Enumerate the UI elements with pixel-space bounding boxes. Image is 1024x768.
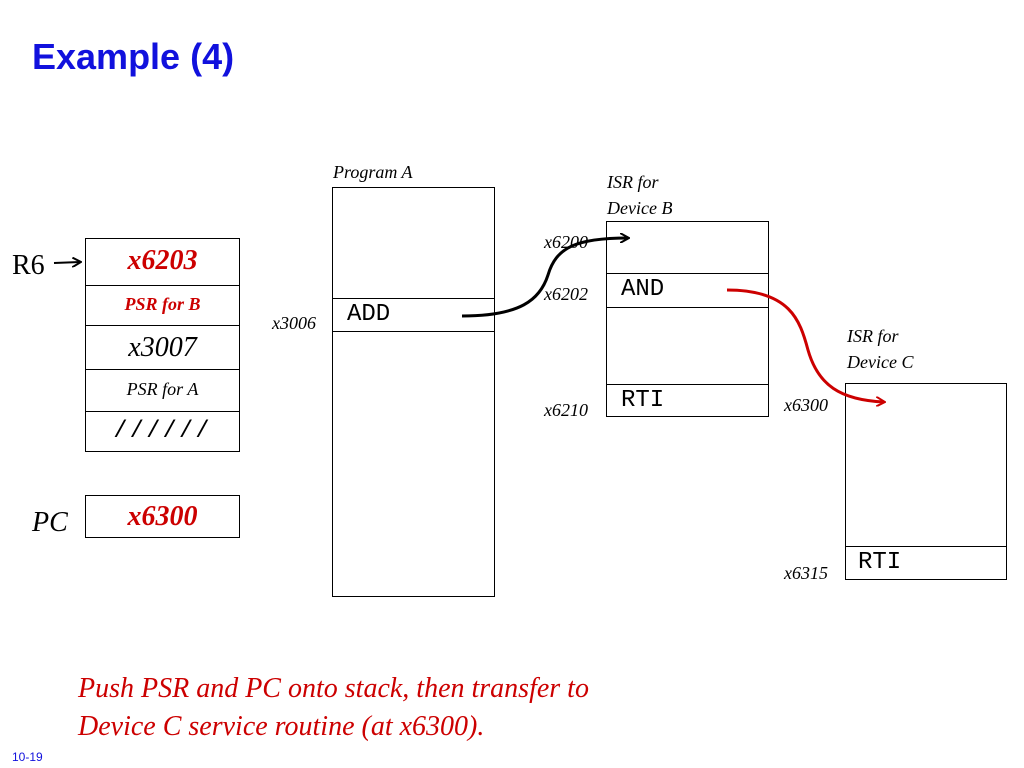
addr-x3006: x3006 (272, 313, 316, 333)
stack-cell-value: PSR for B (124, 294, 201, 314)
stack-cell-psr-b: PSR for B (86, 285, 239, 325)
stack-cell-value: PSR for A (126, 379, 199, 399)
slide-title: Example (4) (32, 36, 235, 77)
addr-x6202: x6202 (544, 284, 588, 304)
rti-b-instr: RTI (621, 387, 665, 414)
rti-c-instr: RTI (858, 549, 902, 576)
pc-box: x6300 (85, 495, 240, 538)
isr-b-label-line1: ISR for (607, 172, 659, 192)
isr-c-label-line2: Device C (847, 352, 914, 372)
isr-c-memory: RTI (845, 383, 1007, 580)
pc-value: x6300 (127, 501, 198, 532)
stack-cell-psr-a: PSR for A (86, 369, 239, 411)
isr-b-label-line2: Device B (607, 198, 673, 218)
program-a-memory: ADD (332, 187, 495, 597)
addr-x6300: x6300 (784, 395, 828, 415)
program-a-label: Program A (333, 162, 413, 182)
stack-cell-value: ////// (113, 418, 212, 445)
interrupt-c-arrow (726, 288, 884, 402)
and-instr: AND (621, 276, 665, 303)
stack-cell-top: x6203 (86, 239, 239, 285)
isr-b-memory: AND RTI (606, 221, 769, 417)
add-instr: ADD (347, 301, 391, 328)
r6-label: R6 (12, 250, 45, 281)
caption-line-2: Device C service routine (at x6300). (78, 711, 485, 742)
add-row: ADD (333, 298, 494, 332)
interrupt-b-arrow (461, 238, 628, 318)
rti-b-row: RTI (607, 384, 768, 417)
rti-c-row: RTI (846, 546, 1006, 580)
slide-number: 10-19 (12, 750, 43, 764)
addr-x6315: x6315 (784, 563, 828, 583)
pc-label: PC (32, 507, 68, 538)
stack-cell-pc-a: x3007 (86, 325, 239, 369)
addr-x6200: x6200 (544, 232, 588, 252)
stack-cell-empty: ////// (86, 411, 239, 453)
stack-box: x6203 PSR for B x3007 PSR for A ////// (85, 238, 240, 452)
and-row: AND (607, 273, 768, 308)
isr-c-label-line1: ISR for (847, 326, 899, 346)
addr-x6210: x6210 (544, 400, 588, 420)
caption: Push PSR and PC onto stack, then transfe… (78, 670, 589, 746)
caption-line-1: Push PSR and PC onto stack, then transfe… (78, 673, 589, 704)
stack-cell-value: x6203 (127, 245, 198, 276)
r6-pointer-arrow (53, 262, 80, 263)
stack-cell-value: x3007 (128, 332, 197, 363)
